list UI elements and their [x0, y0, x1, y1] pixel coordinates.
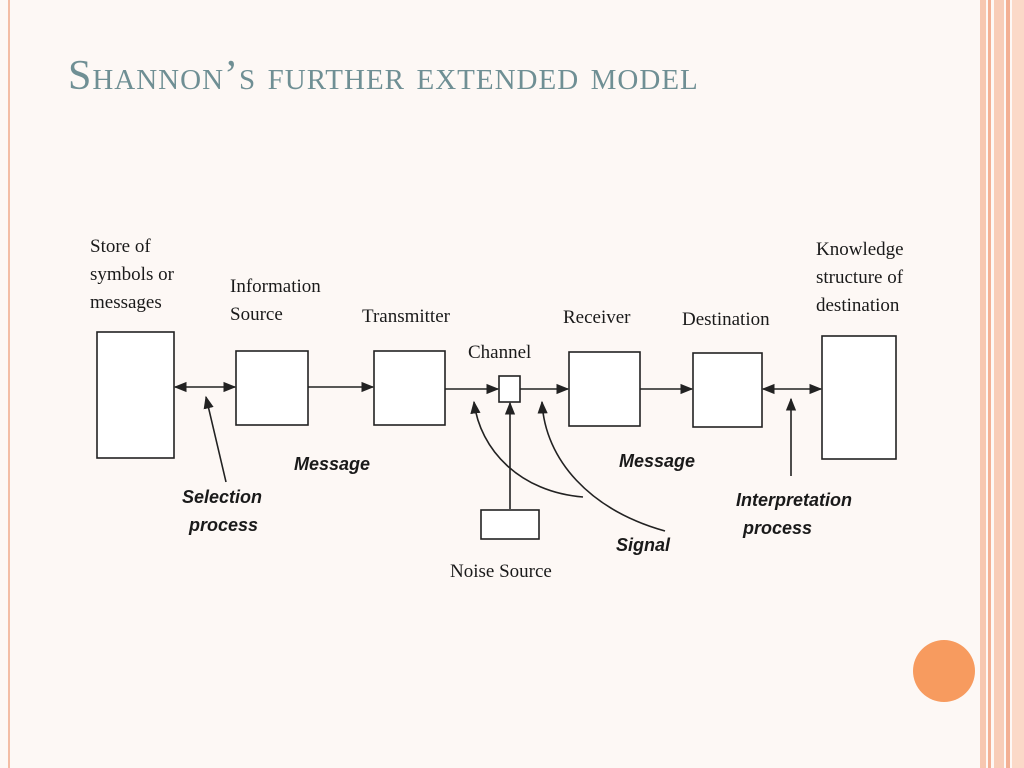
knowledge-box: [821, 335, 897, 460]
signal-label: Signal: [616, 535, 671, 555]
receiver-box: [568, 351, 641, 427]
left-border-line: [8, 0, 10, 768]
message-label-left: Message: [294, 454, 370, 474]
information-source-label: Information Source: [230, 276, 326, 325]
selection-process-label: Selection process: [182, 487, 267, 535]
store-label: Store of symbols or messages: [90, 236, 179, 313]
message-label-right: Message: [619, 451, 695, 471]
noise-source-box: [480, 509, 540, 540]
selection-pointer: [203, 395, 227, 483]
destination-box: [692, 352, 763, 428]
interpretation-process-label: Interpretation process: [736, 490, 857, 538]
signal-curve-right: [537, 400, 666, 532]
orange-circle-decoration: [913, 640, 975, 702]
receiver-label: Receiver: [563, 307, 631, 328]
knowledge-label: Knowledge structure of destination: [816, 239, 908, 316]
slide-title: Shannon’s further extended model: [68, 53, 699, 99]
destination-label: Destination: [682, 309, 770, 330]
channel-box: [498, 375, 521, 403]
transmitter-box: [373, 350, 446, 426]
channel-label: Channel: [468, 342, 531, 363]
right-decorative-stripes: [980, 0, 1024, 768]
signal-curve-left: [470, 400, 584, 498]
information-source-box: [235, 350, 309, 426]
transmitter-label: Transmitter: [362, 306, 451, 327]
store-box: [96, 331, 175, 459]
noise-source-label: Noise Source: [450, 561, 552, 582]
